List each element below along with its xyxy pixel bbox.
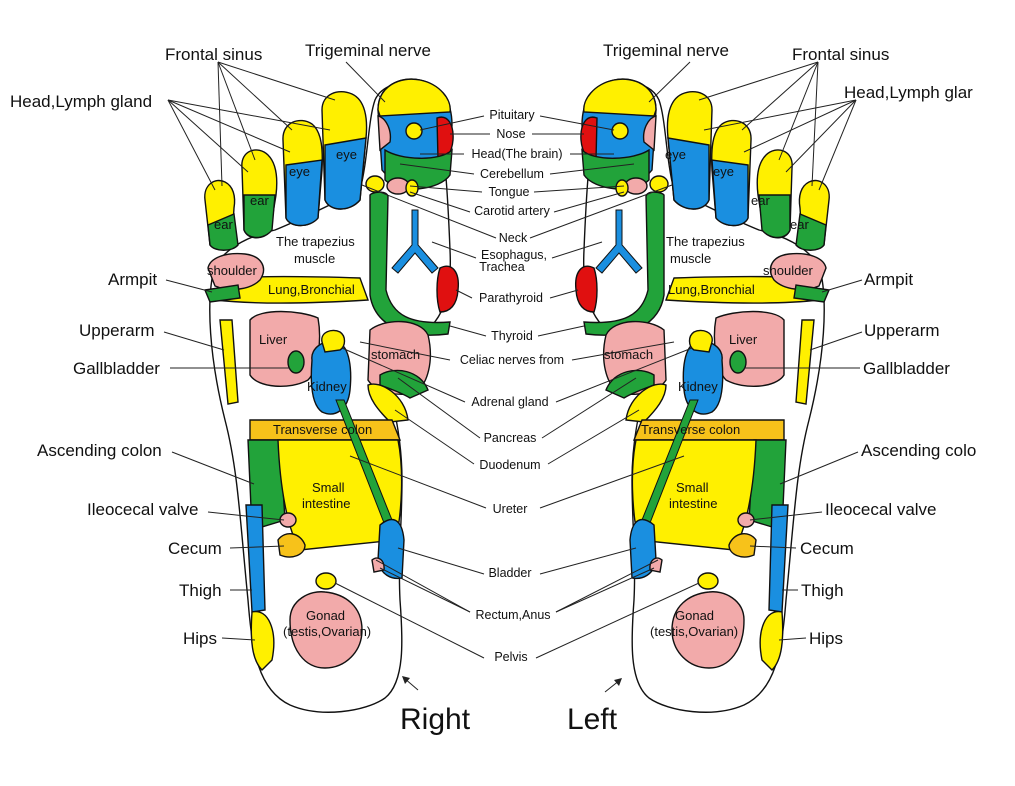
label-armpit: Armpit [864, 270, 913, 289]
label-ascending-colon: Ascending colon [37, 441, 162, 460]
label-pituitary: Pituitary [489, 108, 535, 122]
label-parathyroid: Parathyroid [479, 291, 543, 305]
label-esophagus: Esophagus, [481, 248, 547, 262]
zone-small-intestine-label: Small [312, 480, 345, 495]
left-foot-zone-labels: eye eye ear ear The trapezius muscle sho… [604, 147, 814, 639]
label-nose: Nose [496, 127, 525, 141]
label-trigeminal-nerve: Trigeminal nerve [603, 41, 729, 60]
label-neck: Neck [499, 231, 528, 245]
label-upperarm: Upperarm [79, 321, 155, 340]
zone-eye-label: eye [713, 164, 734, 179]
label-ileocecal-valve: Ileocecal valve [825, 500, 937, 519]
label-ascending-colon: Ascending colo [861, 441, 976, 460]
label-trachea: Trachea [479, 260, 524, 274]
right-outer-labels: Frontal sinus Trigeminal nerve Head,Lymp… [10, 41, 471, 736]
label-thigh: Thigh [801, 581, 844, 600]
label-cecum: Cecum [800, 539, 854, 558]
label-head-brain: Head(The brain) [471, 147, 562, 161]
zone-eye-label: eye [289, 164, 310, 179]
zone-transverse-colon-label: Transverse colon [641, 422, 740, 437]
label-frontal-sinus: Frontal sinus [792, 45, 889, 64]
label-head-lymph-gland: Head,Lymph glar [844, 83, 973, 102]
zone-kidney-label: Kidney [307, 379, 347, 394]
zone-small-intestine-label-2: intestine [669, 496, 717, 511]
label-thyroid: Thyroid [491, 329, 533, 343]
label-pelvis: Pelvis [494, 650, 527, 664]
zone-ear-label: ear [751, 193, 770, 208]
zone-small-intestine-label: Small [676, 480, 709, 495]
label-rectum-anus: Rectum,Anus [475, 608, 550, 622]
zone-ear-label: ear [250, 193, 269, 208]
zone-trapezius-label-2: muscle [670, 251, 711, 266]
zone-gonad-label: Gonad [306, 608, 345, 623]
zone-trapezius-label: The trapezius [666, 234, 745, 249]
zone-stomach-label: stomach [604, 347, 653, 362]
label-thigh: Thigh [179, 581, 222, 600]
zone-lung-label: Lung,Bronchial [668, 282, 755, 297]
label-upperarm: Upperarm [864, 321, 940, 340]
zone-transverse-colon-label: Transverse colon [273, 422, 372, 437]
label-left: Left [567, 703, 618, 736]
zone-eye-label: eye [665, 147, 686, 162]
label-gallbladder: Gallbladder [73, 359, 160, 378]
label-armpit: Armpit [108, 270, 157, 289]
label-cerebellum: Cerebellum [480, 167, 544, 181]
zone-trapezius-label-2: muscle [294, 251, 335, 266]
left-foot: eye eye ear ear The trapezius muscle sho… [574, 78, 830, 713]
label-frontal-sinus: Frontal sinus [165, 45, 262, 64]
zone-shoulder-label: shoulder [207, 263, 258, 278]
zone-liver-label: Liver [729, 332, 758, 347]
zone-ear-label: ear [214, 217, 233, 232]
zone-shoulder-label: shoulder [763, 263, 814, 278]
label-bladder: Bladder [488, 566, 531, 580]
zone-liver-label: Liver [259, 332, 288, 347]
zone-gonad-label: Gonad [675, 608, 714, 623]
label-ureter: Ureter [493, 502, 528, 516]
center-labels: Pituitary Nose Head(The brain) Cerebellu… [460, 108, 564, 664]
zone-gonad-label-2: (testis,Ovarian) [283, 624, 371, 639]
label-pancreas: Pancreas [484, 431, 537, 445]
label-adrenal-gland: Adrenal gland [471, 395, 548, 409]
label-duodenum: Duodenum [479, 458, 540, 472]
leader-lines [163, 61, 863, 693]
left-outer-labels: Trigeminal nerve Frontal sinus Head,Lymp… [567, 41, 976, 736]
label-gallbladder: Gallbladder [863, 359, 950, 378]
label-carotid-artery: Carotid artery [474, 204, 550, 218]
zone-stomach-label: stomach [371, 347, 420, 362]
zone-small-intestine-label-2: intestine [302, 496, 350, 511]
zone-gonad-label-2: (testis,Ovarian) [650, 624, 738, 639]
label-right: Right [400, 703, 471, 736]
label-hips: Hips [809, 629, 843, 648]
zone-trapezius-label: The trapezius [276, 234, 355, 249]
zone-lung-label: Lung,Bronchial [268, 282, 355, 297]
label-head-lymph-gland: Head,Lymph gland [10, 92, 152, 111]
label-tongue: Tongue [488, 185, 529, 199]
label-ileocecal-valve: Ileocecal valve [87, 500, 199, 519]
right-foot-zone-labels: eye eye ear ear The trapezius muscle sho… [207, 147, 420, 639]
right-foot: eye eye ear ear The trapezius muscle sho… [204, 78, 460, 713]
label-trigeminal-nerve: Trigeminal nerve [305, 41, 431, 60]
label-celiac-nerves: Celiac nerves from [460, 353, 564, 367]
zone-kidney-label: Kidney [678, 379, 718, 394]
label-cecum: Cecum [168, 539, 222, 558]
zone-ear-label: ear [790, 217, 809, 232]
label-hips: Hips [183, 629, 217, 648]
zone-eye-label: eye [336, 147, 357, 162]
